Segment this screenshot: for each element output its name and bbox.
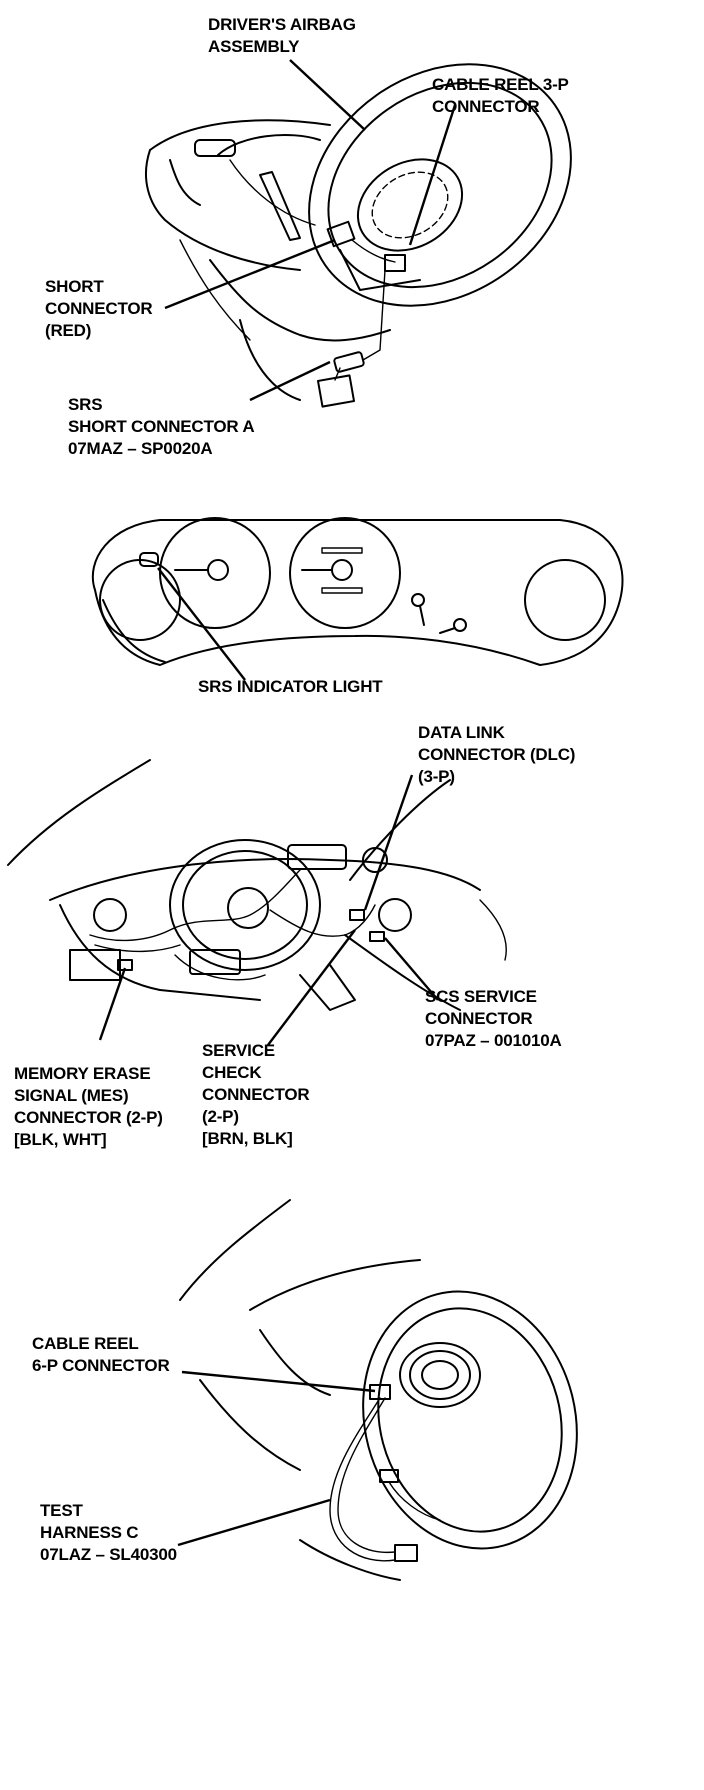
label-data-link-connector: DATA LINK CONNECTOR (DLC) (3-P) — [418, 723, 576, 786]
label-short-connector-red: SHORT CONNECTOR (RED) — [45, 277, 153, 340]
label-cable-reel-3p-connector: CABLE REEL 3-P CONNECTOR — [432, 75, 569, 116]
label-test-harness-c: TEST HARNESS C 07LAZ – SL40300 — [40, 1501, 177, 1564]
label-drivers-airbag-assembly: DRIVER'S AIRBAG ASSEMBLY — [208, 15, 356, 56]
panel4-leader-lines — [177, 1370, 376, 1547]
panel3-leader-lines — [98, 774, 439, 1046]
label-memory-erase-signal-connector: MEMORY ERASE SIGNAL (MES) CONNECTOR (2-P… — [14, 1064, 163, 1149]
steering-column-illustration — [145, 63, 572, 408]
panel1-leader-lines — [164, 59, 457, 402]
panel2-leader-line — [157, 567, 246, 681]
label-service-check-connector: SERVICE CHECK CONNECTOR (2-P) [BRN, BLK] — [202, 1041, 310, 1148]
instrument-cluster-illustration — [91, 517, 624, 666]
label-srs-short-connector-a: SRS SHORT CONNECTOR A 07MAZ – SP0020A — [68, 395, 255, 458]
label-scs-service-connector: SCS SERVICE CONNECTOR 07PAZ – 001010A — [425, 987, 562, 1050]
label-srs-indicator-light: SRS INDICATOR LIGHT — [198, 677, 383, 696]
dashboard-illustration — [7, 759, 507, 1011]
test-harness-illustration — [179, 1199, 578, 1581]
label-cable-reel-6p-connector: CABLE REEL 6-P CONNECTOR — [32, 1334, 170, 1375]
